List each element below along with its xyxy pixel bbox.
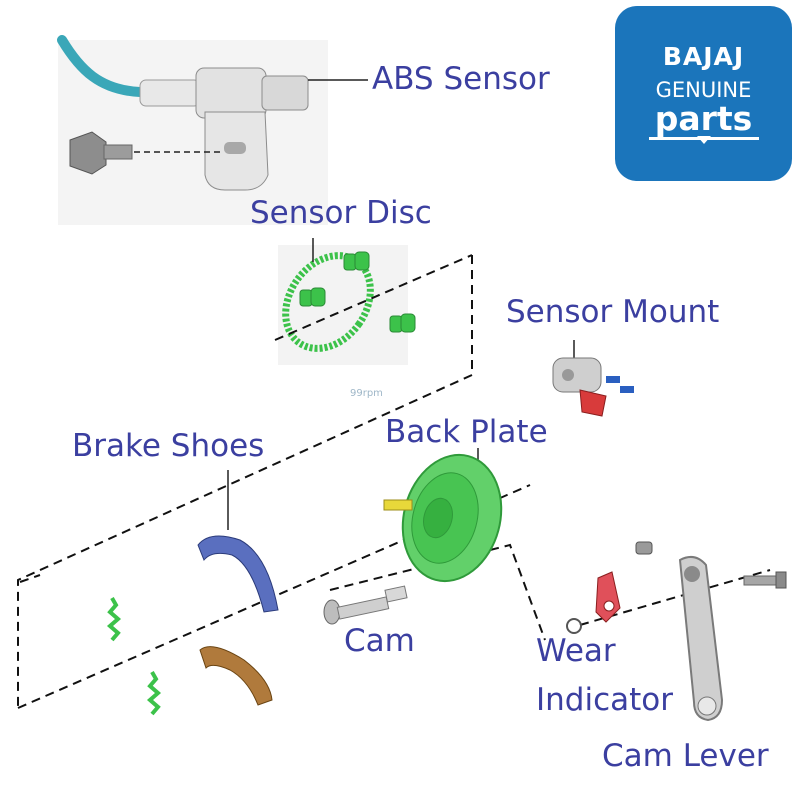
sensor-disc-screws [299, 251, 416, 333]
brake-shoes-label: Brake Shoes [72, 428, 265, 464]
cam-lever-part [635, 541, 787, 722]
cam-label: Cam [344, 623, 415, 659]
logo-brand: BAJAJ [662, 42, 745, 71]
cam-part [323, 585, 408, 625]
abs-panel-bg [58, 40, 328, 225]
sensor-disc-label: Sensor Disc [250, 195, 432, 231]
disc-panel-bg [278, 245, 408, 365]
back-plate-part [383, 448, 503, 583]
abs-bolt [69, 131, 133, 175]
watermark: 99rpm [350, 388, 383, 399]
logo-line2: parts [654, 99, 753, 138]
sensor-mount-part [552, 340, 634, 417]
cam-lever-label: Cam Lever [602, 738, 769, 774]
wear-indicator-part [566, 571, 621, 634]
sensor-mount-label: Sensor Mount [506, 294, 720, 330]
logo-arrow-icon [697, 136, 711, 144]
bajaj-genuine-parts-logo: BAJAJ GENUINE parts [615, 6, 792, 181]
abs-cable [57, 35, 145, 97]
brake-shoes-part [197, 470, 279, 706]
logo-line1: GENUINE [655, 78, 752, 102]
return-springs [106, 597, 162, 716]
abs-sensor-label: ABS Sensor [372, 61, 550, 97]
back-plate-label: Back Plate [385, 414, 548, 450]
abs-sensor-part [139, 67, 309, 191]
wear-indicator-label-line2: Indicator [536, 682, 673, 718]
wear-indicator-label-line1: Wear [536, 633, 616, 669]
